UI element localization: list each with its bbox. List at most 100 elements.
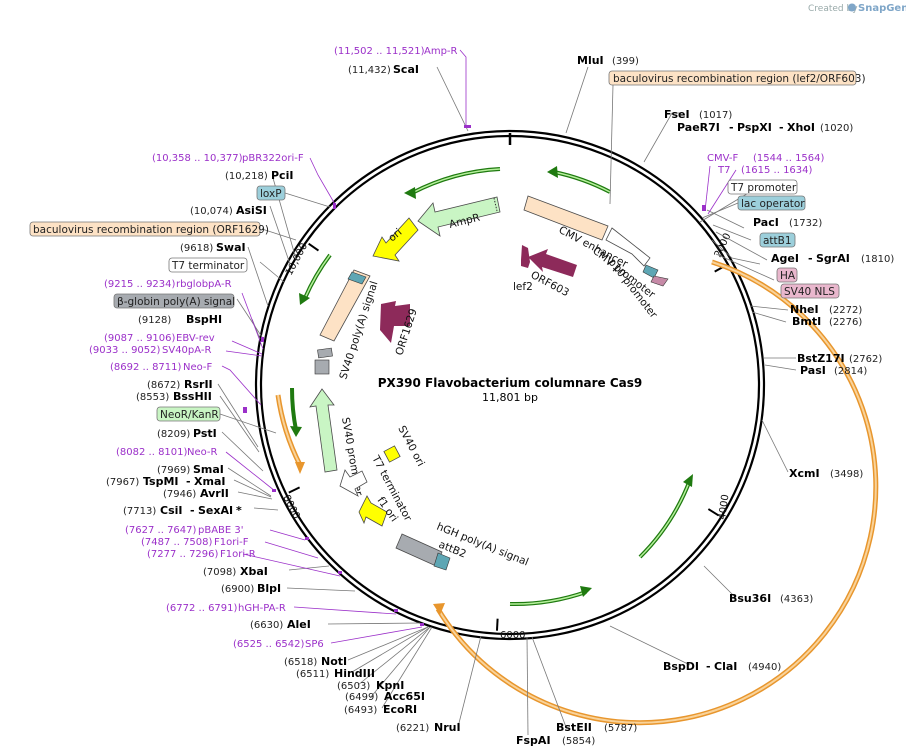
svg-text:(10,074): (10,074) <box>190 206 233 217</box>
site-acc65i: Acc65I <box>384 690 425 703</box>
svg-text:ClaI: ClaI <box>714 660 737 673</box>
svg-text:(9087 .. 9106): (9087 .. 9106) <box>104 333 176 344</box>
primer-f1ori-r: F1ori-R <box>220 549 256 560</box>
svg-text:(11,432): (11,432) <box>348 65 391 76</box>
svg-text:(1615 .. 1634): (1615 .. 1634) <box>741 165 813 176</box>
credit-brand: SnapGene <box>858 3 906 14</box>
t7-terminator-feature <box>339 469 368 497</box>
primer-rbglobpa-r: rbglobpA-R <box>176 279 232 290</box>
primer-neo-f: Neo-F <box>183 362 213 373</box>
tick-6000 <box>495 618 499 631</box>
site-fspai: FspAI <box>516 734 551 747</box>
credit-label: Created by <box>808 4 858 14</box>
svg-text:(8209): (8209) <box>157 429 190 440</box>
primer-labels: (11,502 .. 11,521) Amp-R (10,358 .. 10,3… <box>89 46 825 650</box>
svg-text:(9128): (9128) <box>138 315 171 326</box>
svg-text:(8692 .. 8711): (8692 .. 8711) <box>110 362 182 373</box>
site-swai: SwaI <box>216 241 246 254</box>
ha-label: HA <box>780 270 796 282</box>
t7-promoter-label: T7 promoter <box>730 182 797 194</box>
tick-label-8000: 8000 <box>280 493 301 521</box>
bac-region-left-label: baculovirus recombination region (ORF162… <box>33 224 269 236</box>
lef2-feature <box>521 245 530 268</box>
svg-text:(7627 .. 7647): (7627 .. 7647) <box>125 525 197 536</box>
svg-text:(9033 .. 9052): (9033 .. 9052) <box>89 345 161 356</box>
svg-text:(4363): (4363) <box>780 594 813 605</box>
svg-text:(7098): (7098) <box>203 567 236 578</box>
svg-text:-: - <box>779 121 784 134</box>
svg-text:-: - <box>808 252 813 265</box>
site-bspdi: BspDI <box>663 660 699 673</box>
sv40-nls-label: SV40 NLS <box>784 286 835 298</box>
svg-text:(5787): (5787) <box>604 723 637 734</box>
svg-text:(6772 .. 6791): (6772 .. 6791) <box>166 603 238 614</box>
svg-text:(7713): (7713) <box>123 506 156 517</box>
svg-text:(7277 .. 7296): (7277 .. 7296) <box>147 549 219 560</box>
site-agei: AgeI <box>771 252 799 265</box>
svg-text:*: * <box>236 504 242 517</box>
tick-label-10000: 10,000 <box>284 241 310 277</box>
svg-text:(6511): (6511) <box>296 669 329 680</box>
primer-pbabe-3: pBABE 3' <box>198 525 244 536</box>
svg-text:(2762): (2762) <box>849 354 882 365</box>
ori-feature <box>372 217 419 262</box>
ampR-feature <box>417 196 501 237</box>
site-nrui: NruI <box>434 721 461 734</box>
svg-text:(9215 .. 9234): (9215 .. 9234) <box>104 279 176 290</box>
svg-text:(6221): (6221) <box>396 723 429 734</box>
svg-text:(6630): (6630) <box>250 620 283 631</box>
primer-neo-r: Neo-R <box>187 447 218 458</box>
primer-pbr322ori-f: pBR322ori-F <box>242 153 304 164</box>
svg-text:(6900): (6900) <box>221 584 254 595</box>
site-kpni: KpnI <box>376 679 404 692</box>
cas9-arrowhead <box>433 603 445 615</box>
primer-cmv-f: CMV-F <box>707 153 738 164</box>
attb1-label: attB1 <box>763 235 792 247</box>
snapgene-logo-icon <box>848 3 856 12</box>
green-arc-left-lower <box>289 387 298 431</box>
svg-text:(6518): (6518) <box>284 657 317 668</box>
svg-text:(8082 .. 8101): (8082 .. 8101) <box>116 447 188 458</box>
cmv-enhancer-feature <box>523 195 609 241</box>
bglobin-polya-label: β-globin poly(A) signal <box>117 296 235 308</box>
backbone-outer <box>254 129 766 641</box>
svg-text:(1020): (1020) <box>820 123 853 134</box>
cmv-promoter-feature <box>605 227 651 267</box>
svg-text:PspXI: PspXI <box>737 121 772 134</box>
svg-text:(8553): (8553) <box>136 392 169 403</box>
site-alei: AleI <box>287 618 311 631</box>
primer-ebv-rev: EBV-rev <box>176 333 215 344</box>
site-labels-left: (6221) NruI (6493) EcoRI (6499) Acc65I (… <box>106 63 461 734</box>
primer-f1ori-f: F1ori-F <box>214 537 249 548</box>
site-bmti: BmtI <box>792 315 821 328</box>
site-scai: ScaI <box>393 63 419 76</box>
svg-text:(7967): (7967) <box>106 477 139 488</box>
primer-t7: T7 <box>717 165 730 176</box>
orf1629-feature <box>380 301 410 343</box>
svg-text:(5854): (5854) <box>562 736 595 747</box>
green-arc-right <box>638 479 692 559</box>
svg-text:(8672): (8672) <box>147 380 180 391</box>
svg-text:(1017): (1017) <box>699 110 732 121</box>
site-bsteii: BstEII <box>556 721 592 734</box>
svg-text:SexAI: SexAI <box>198 504 233 517</box>
svg-text:-: - <box>706 660 711 673</box>
neor-kanr-label: NeoR/KanR <box>160 409 219 421</box>
tick-label-6000: 6000 <box>500 630 525 641</box>
svg-text:-: - <box>190 504 195 517</box>
lac-operator-label: lac operator <box>741 198 805 210</box>
site-mlui: MluI <box>577 54 604 67</box>
green-arc-top-right <box>553 170 611 194</box>
svg-text:(3498): (3498) <box>830 469 863 480</box>
primer-sv40pa-r: SV40pA-R <box>162 345 211 356</box>
svg-text:(2276): (2276) <box>829 317 862 328</box>
primer-amp-r: Amp-R <box>424 46 458 57</box>
svg-text:(7969): (7969) <box>157 465 190 476</box>
boxed-labels: baculovirus recombination region (lef2/O… <box>29 70 866 422</box>
svg-text:(399): (399) <box>612 56 639 67</box>
plasmid-name: PX390 Flavobacterium columnare Cas9 <box>378 376 642 390</box>
site-fsei: FseI <box>664 108 690 121</box>
site-bsshii: BssHII <box>173 390 212 403</box>
primer-hgh-pa-r: hGH-PA-R <box>238 603 286 614</box>
